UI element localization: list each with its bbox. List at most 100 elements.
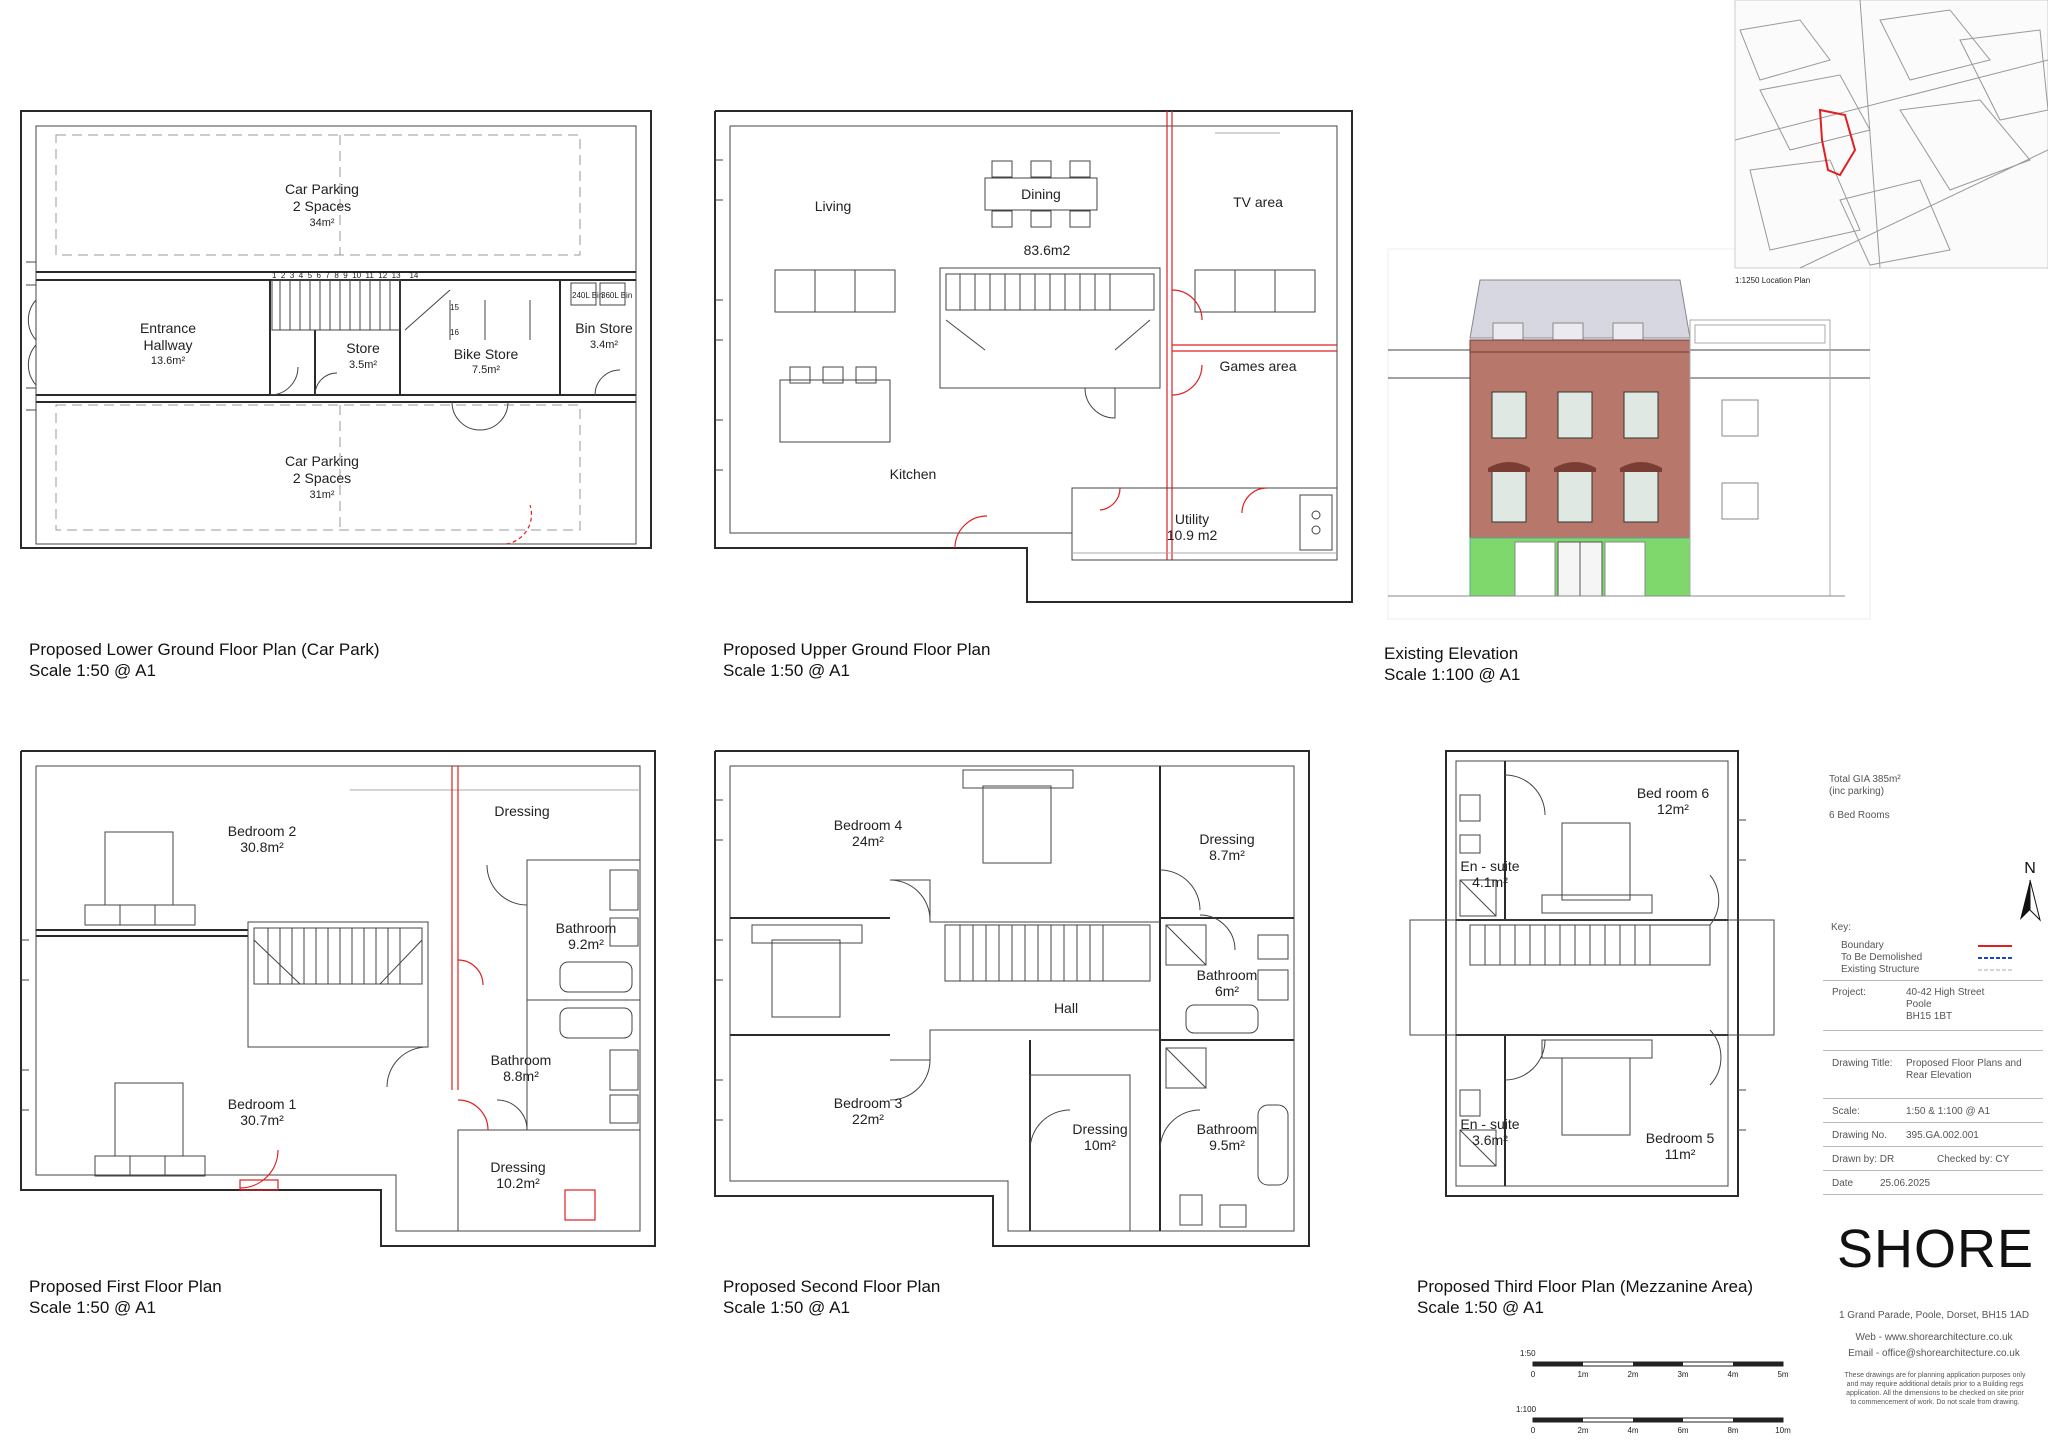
stair-number: 8 <box>334 271 339 280</box>
plan-title: Proposed Lower Ground Floor Plan (Car Pa… <box>29 640 380 659</box>
north-label: N <box>2024 860 2036 877</box>
scale-tick: 0 <box>1531 1370 1536 1379</box>
scale-tick: 5m <box>1777 1370 1788 1379</box>
email-link[interactable]: Email - office@shorearchitecture.co.uk <box>1848 1348 2020 1359</box>
third-floor-caption: Proposed Third Floor Plan (Mezzanine Are… <box>1417 1276 1753 1318</box>
room-label: Car Parking <box>285 453 359 469</box>
stair-number: 16 <box>450 328 459 337</box>
stair-number: 1 <box>272 271 277 280</box>
room-area: 30.7m² <box>240 1112 284 1128</box>
checked-by: Checked by: CY <box>1937 1154 2010 1165</box>
first-floor-caption: Proposed First Floor Plan Scale 1:50 @ A… <box>29 1276 222 1318</box>
scale-bar-1-50: 1:50 0 1m 2m 3m 4m 5m <box>1520 1349 1789 1379</box>
room-label: Bedroom 5 <box>1646 1130 1715 1146</box>
scale-tick: 6m <box>1677 1426 1688 1435</box>
room-label: En - suite <box>1460 1116 1519 1132</box>
project-label: Project: <box>1832 987 1866 998</box>
room-label: Bathroom <box>1197 1121 1258 1137</box>
room-label: Dressing <box>1072 1121 1127 1137</box>
project-line: BH15 1BT <box>1906 1011 1953 1022</box>
bedroom-count: 6 Bed Rooms <box>1829 810 1890 821</box>
room-label: TV area <box>1233 194 1283 210</box>
plan-scale: Scale 1:50 @ A1 <box>29 661 156 680</box>
drawing-title-label: Drawing Title: <box>1832 1058 1893 1069</box>
stair-number: 14 <box>409 271 419 280</box>
plan-scale: Scale 1:50 @ A1 <box>1417 1298 1544 1317</box>
plan-scale: Scale 1:50 @ A1 <box>723 1298 850 1317</box>
room-label: Bedroom 3 <box>834 1095 903 1111</box>
plan-title: Proposed Upper Ground Floor Plan <box>723 640 991 659</box>
room-area: 10.9 m2 <box>1167 527 1218 543</box>
scale-tick: 4m <box>1627 1426 1638 1435</box>
gia-note: (inc parking) <box>1829 786 1885 797</box>
scale-tick: 3m <box>1677 1370 1688 1379</box>
room-area: 3.4m² <box>590 339 618 351</box>
stair-number: 4 <box>298 271 304 280</box>
room-label: Store <box>346 340 380 356</box>
bin-label-240: 240L Bin <box>572 291 603 300</box>
room-label: Dressing <box>490 1159 545 1175</box>
disclaimer: These drawings are for planning applicat… <box>1824 1371 2046 1407</box>
room-sub: 2 Spaces <box>293 198 351 214</box>
room-label: Bathroom <box>556 920 617 936</box>
stair-number: 5 <box>307 271 313 280</box>
room-area: 9.2m² <box>568 936 604 952</box>
room-area: 9.5m² <box>1209 1137 1245 1153</box>
scale-tick: 1m <box>1577 1370 1588 1379</box>
gia-total: Total GIA 385m² <box>1829 774 1901 785</box>
room-sub: Hallway <box>143 337 192 353</box>
drawing-no-value: 395.GA.002.001 <box>1906 1130 1979 1141</box>
stair-number: 6 <box>316 271 321 280</box>
room-area: 11m² <box>1665 1146 1696 1162</box>
room-sub: 2 Spaces <box>293 470 351 486</box>
room-label: Bike Store <box>454 346 519 362</box>
room-label: Bedroom 4 <box>834 817 903 833</box>
scale-bar-label: 1:100 <box>1516 1405 1537 1414</box>
scale-label: Scale: <box>1832 1106 1860 1117</box>
room-label: Bin Store <box>575 320 633 336</box>
room-label: Games area <box>1219 358 1296 374</box>
upper-ground-caption: Proposed Upper Ground Floor Plan Scale 1… <box>723 639 990 681</box>
room-area: 12m² <box>1657 801 1689 817</box>
plan-title: Proposed Second Floor Plan <box>723 1277 941 1296</box>
room-label: Bedroom 1 <box>228 1096 297 1112</box>
stair-number: 2 <box>280 271 286 280</box>
key-item-boundary: Boundary <box>1841 940 1884 951</box>
shore-logo: SHORE <box>1837 1219 2035 1279</box>
lower-ground-floor-plan: 240L Bin 360L Bin Car Parking 2 Spaces 3… <box>20 110 652 549</box>
room-area: 34m² <box>309 217 334 229</box>
scale-tick: 4m <box>1727 1370 1738 1379</box>
room-label: En - suite <box>1460 858 1519 874</box>
stair-number: 9 <box>343 271 348 280</box>
room-area: 10m² <box>1084 1137 1116 1153</box>
room-area: 8.8m² <box>503 1068 539 1084</box>
plan-scale: Scale 1:50 @ A1 <box>723 661 850 680</box>
plan-title: Proposed First Floor Plan <box>29 1277 222 1296</box>
room-label: Entrance <box>140 320 196 336</box>
room-area: 7.5m² <box>472 364 500 376</box>
elevation-caption: Existing Elevation Scale 1:100 @ A1 <box>1384 643 1520 685</box>
room-label: Dressing <box>494 803 549 819</box>
stair-number: 15 <box>450 303 459 312</box>
scale-tick: 10m <box>1775 1426 1791 1435</box>
room-area: 22m² <box>852 1111 884 1127</box>
room-label: Hall <box>1054 1000 1078 1016</box>
stair-number: 13 <box>391 271 401 280</box>
drawing-no-label: Drawing No. <box>1832 1130 1888 1141</box>
disclaimer-line: These drawings are for planning applicat… <box>1844 1372 2026 1379</box>
stair-number: 12 <box>378 271 388 280</box>
room-area: 6m² <box>1215 983 1239 999</box>
room-label: Dining <box>1021 186 1061 202</box>
scale-bar-label: 1:50 <box>1520 1349 1536 1358</box>
web-link[interactable]: Web - www.shorearchitecture.co.uk <box>1855 1332 2013 1343</box>
scale-value: 1:50 & 1:100 @ A1 <box>1906 1106 1991 1117</box>
plan-scale: Scale 1:100 @ A1 <box>1384 665 1521 684</box>
scale-tick: 8m <box>1727 1426 1738 1435</box>
room-area: 4.1m² <box>1472 874 1508 890</box>
lower-ground-caption: Proposed Lower Ground Floor Plan (Car Pa… <box>29 639 380 681</box>
key-item-existing: Existing Structure <box>1841 964 1920 975</box>
first-floor-plan: Bedroom 2 30.8m² Dressing Bathroom 9.2m²… <box>20 750 656 1247</box>
disclaimer-line: and may require additional details prior… <box>1846 1381 2024 1388</box>
room-label: Dressing <box>1199 831 1254 847</box>
